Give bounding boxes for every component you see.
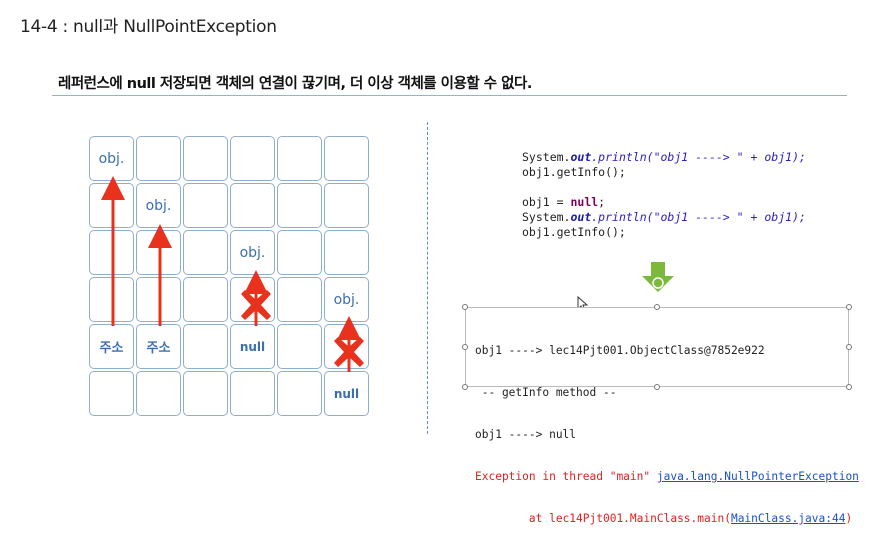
null-label: null — [239, 339, 266, 354]
grid-cell: 주소 — [136, 324, 181, 369]
grid-cell — [230, 371, 275, 416]
grid-cell — [230, 183, 275, 228]
grid-cell — [277, 324, 322, 369]
grid-cell — [183, 136, 228, 181]
grid-cell — [183, 324, 228, 369]
resize-handle[interactable] — [846, 384, 852, 390]
grid-cell — [183, 183, 228, 228]
grid-cell — [136, 230, 181, 275]
resize-handle[interactable] — [462, 384, 468, 390]
grid-cell — [89, 230, 134, 275]
obj-label: obj. — [145, 197, 172, 214]
resize-handle[interactable] — [654, 384, 660, 390]
grid-cell — [324, 183, 369, 228]
grid-cell — [230, 136, 275, 181]
grid-cell — [89, 371, 134, 416]
console-line: obj1 ----> null — [475, 428, 577, 441]
console-line: obj1 ----> lec14Pjt001.ObjectClass@7852e… — [475, 344, 765, 357]
resize-handle[interactable] — [846, 344, 852, 350]
code-snippet: System.out.println("obj1 ----> " + obj1)… — [522, 150, 806, 240]
code-line: obj1.getInfo(); — [522, 165, 626, 179]
obj-label: obj. — [333, 291, 360, 308]
grid-cell: obj. — [230, 230, 275, 275]
grid-cell — [277, 277, 322, 322]
grid-cell — [324, 324, 369, 369]
exception-link[interactable]: java.lang.NullPointerException — [656, 470, 859, 483]
section-divider — [427, 122, 428, 434]
code-line: System.out.println("obj1 ----> " + obj1)… — [522, 210, 806, 224]
grid-cell — [230, 277, 275, 322]
headline: 레퍼런스에 null 저장되면 객체의 연결이 끊기며, 더 이상 객체를 이용… — [58, 76, 532, 92]
code-line: System.out.println("obj1 ----> " + obj1)… — [522, 150, 806, 164]
obj-label: obj. — [239, 244, 266, 261]
grid-cell: 주소 — [89, 324, 134, 369]
grid-cell — [277, 371, 322, 416]
headline-divider — [52, 95, 847, 96]
grid-cell — [136, 277, 181, 322]
stack-trace-link[interactable]: MainClass.java:44 — [730, 512, 846, 525]
grid-cell — [183, 230, 228, 275]
code-line — [522, 180, 806, 195]
console-line: -- getInfo method -- — [475, 386, 617, 399]
resize-handle[interactable] — [462, 304, 468, 310]
grid-cell: null — [230, 324, 275, 369]
null-label: null — [333, 386, 360, 401]
resize-handle[interactable] — [846, 304, 852, 310]
console-output[interactable]: obj1 ----> lec14Pjt001.ObjectClass@7852e… — [465, 307, 859, 525]
grid-cell: obj. — [324, 277, 369, 322]
grid-cell — [277, 230, 322, 275]
resize-handle[interactable] — [462, 344, 468, 350]
grid-cell: null — [324, 371, 369, 416]
console-error-line: Exception in thread "main" java.lang.Nul… — [475, 470, 859, 483]
code-line: obj1.getInfo(); — [522, 225, 626, 239]
grid-cell: obj. — [89, 136, 134, 181]
address-label: 주소 — [99, 341, 124, 356]
grid-cell — [277, 136, 322, 181]
grid-cell — [324, 136, 369, 181]
down-arrow-icon — [642, 262, 674, 292]
grid-cell — [89, 277, 134, 322]
slide-title: 14-4 : null과 NullPointException — [20, 17, 277, 37]
grid-cell: obj. — [136, 183, 181, 228]
grid-cell — [89, 183, 134, 228]
grid-cell — [183, 277, 228, 322]
resize-handle[interactable] — [654, 304, 660, 310]
code-line: obj1 = null; — [522, 195, 606, 209]
obj-label: obj. — [98, 150, 125, 167]
console-error-line: at lec14Pjt001.MainClass.main(MainClass.… — [475, 512, 853, 525]
memory-grid: obj. obj. obj. obj. 주소 주소 null null — [88, 135, 370, 417]
grid-cell — [324, 230, 369, 275]
grid-cell — [136, 136, 181, 181]
grid-cell — [183, 371, 228, 416]
grid-cell — [277, 183, 322, 228]
address-label: 주소 — [146, 341, 171, 356]
grid-cell — [136, 371, 181, 416]
